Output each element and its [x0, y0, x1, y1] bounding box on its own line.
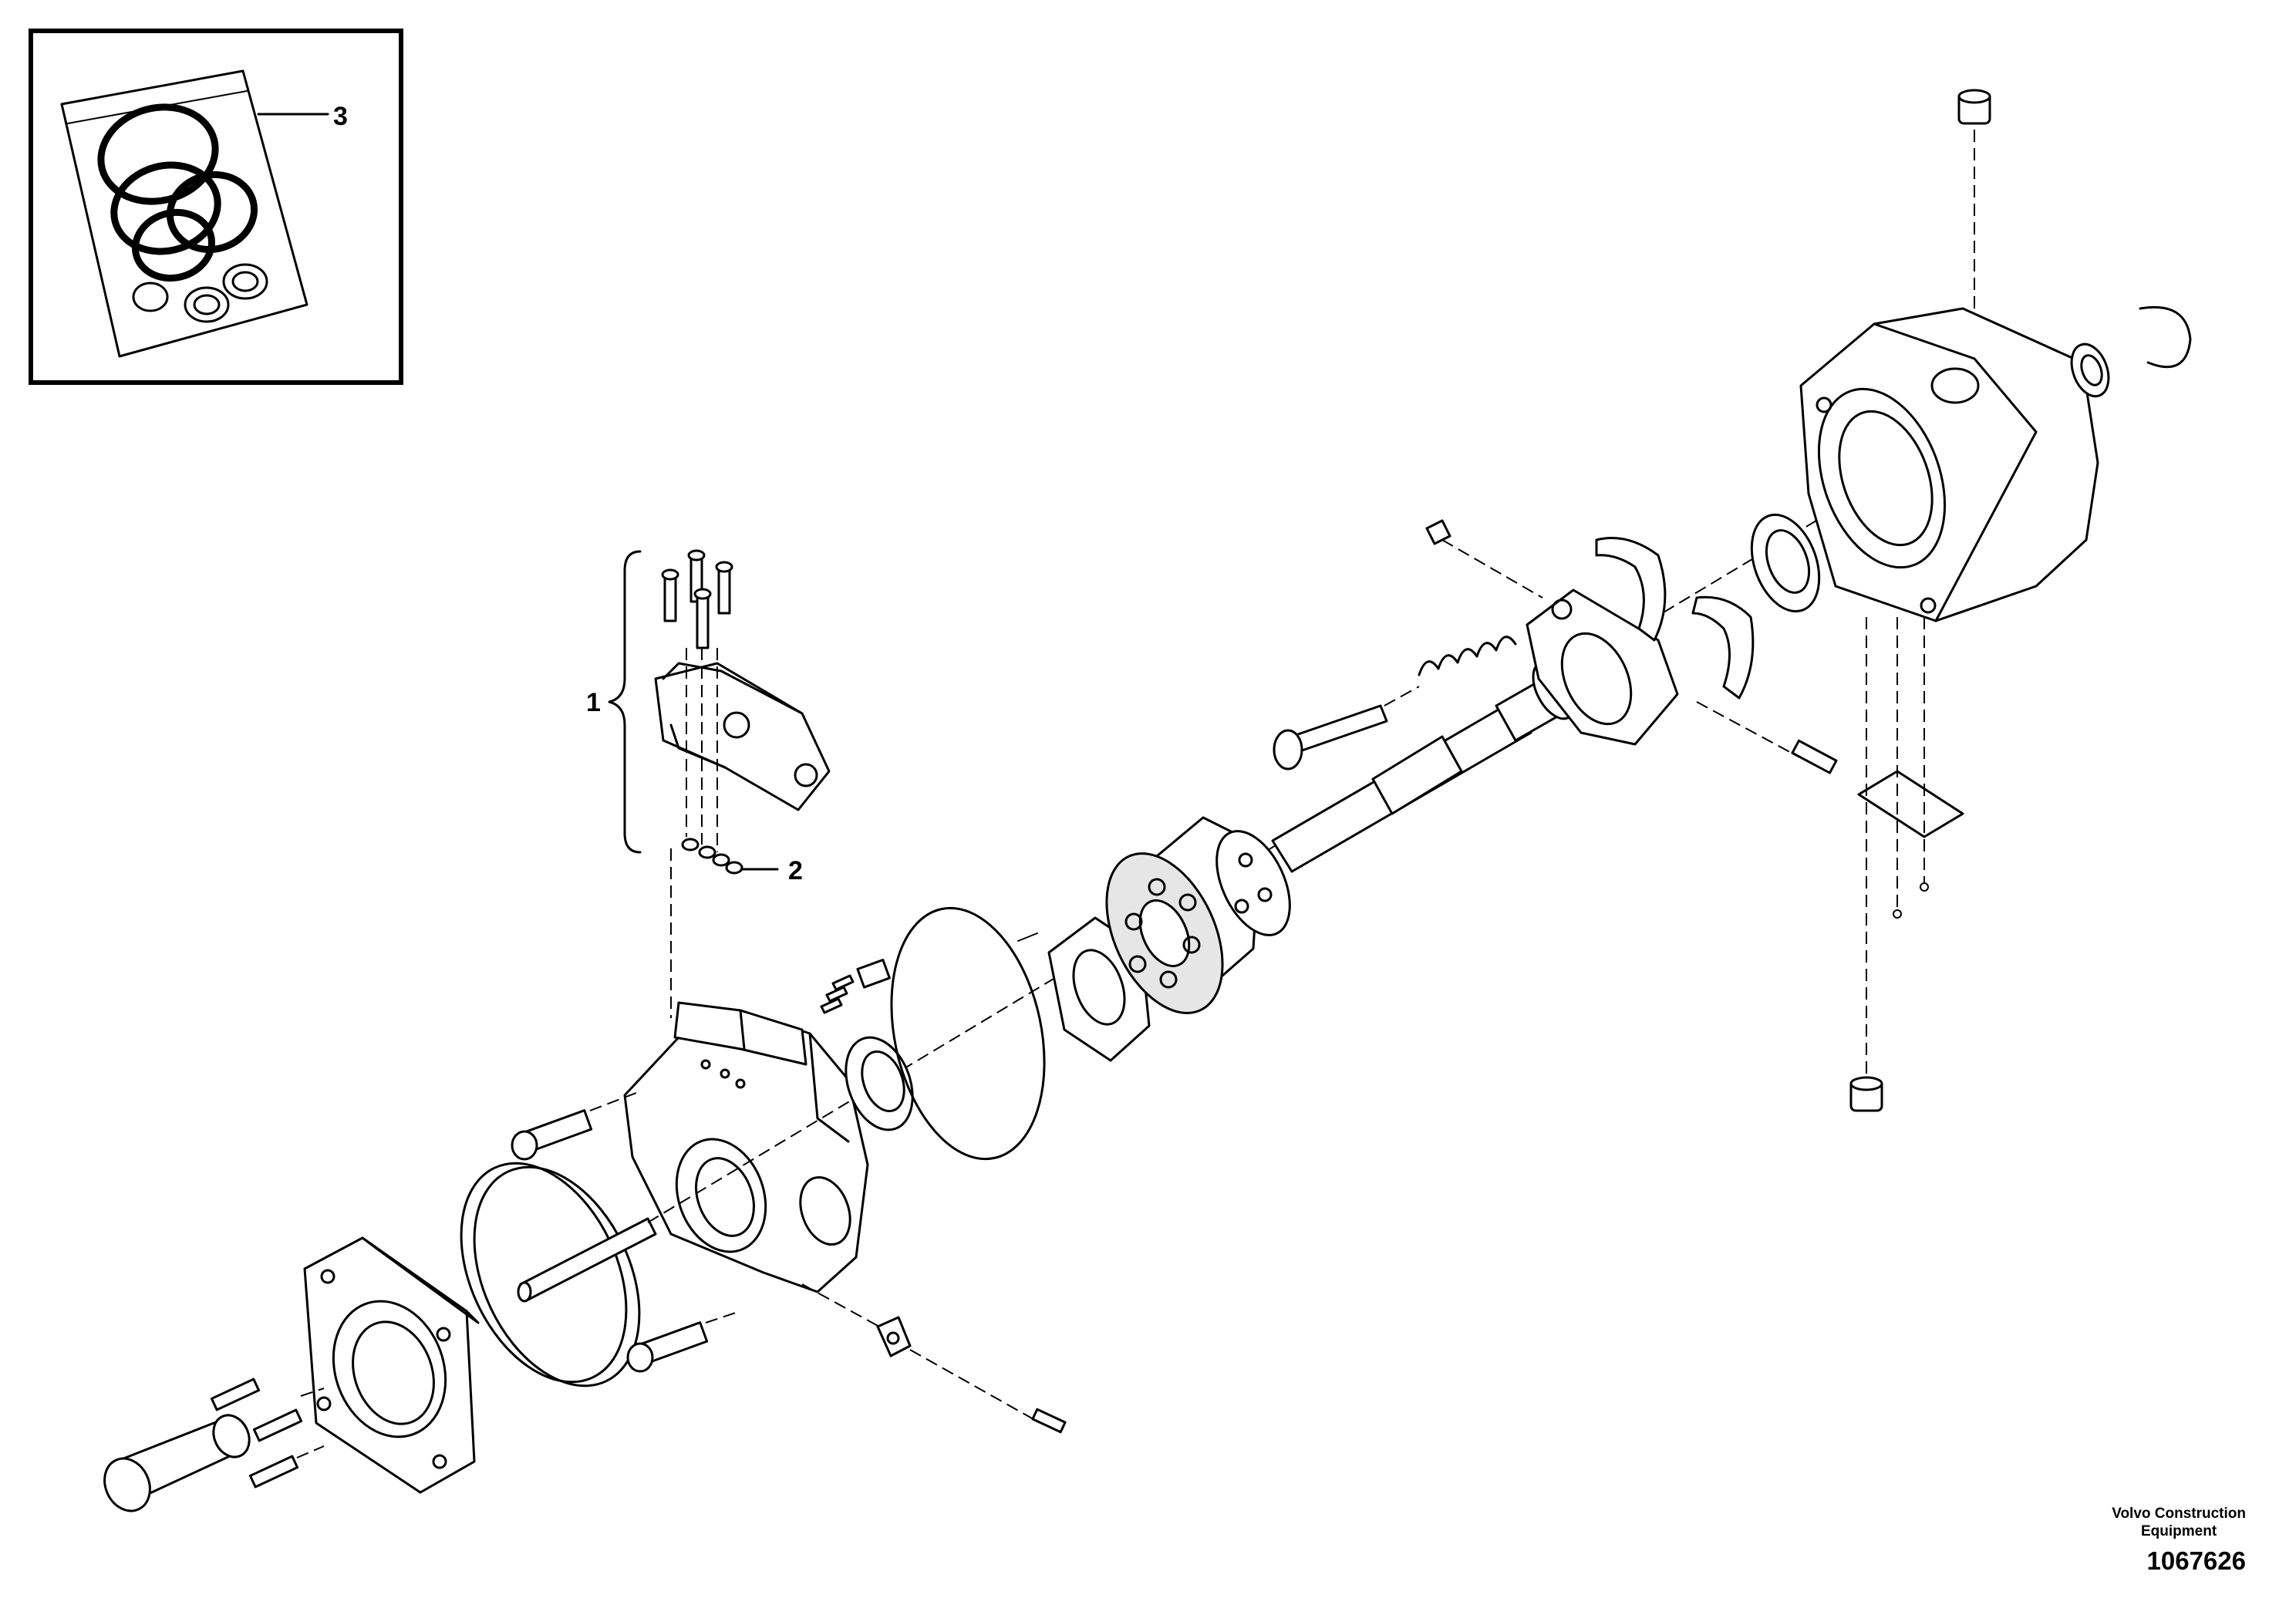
regulator-washers	[681, 838, 743, 875]
spring-and-pin	[820, 959, 891, 1014]
regulator-bolts	[661, 549, 733, 649]
seal-kit-inset	[29, 29, 403, 385]
callout-3: 3	[333, 102, 348, 131]
callout-2: 2	[788, 856, 803, 885]
regulator-assembly	[608, 549, 831, 875]
valve-block	[623, 1001, 869, 1293]
screw-right	[1920, 882, 1929, 892]
rear-housing	[1799, 93, 2099, 1084]
valve-block-bolts	[511, 1091, 741, 1373]
drawing-footer: Volvo Construction Equipment 1067626	[2112, 1505, 2246, 1576]
front-bearing	[845, 1036, 914, 1131]
brand-line-2: Equipment	[2141, 1523, 2217, 1539]
brand-line-1: Volvo Construction	[2112, 1506, 2246, 1522]
piston-retainer	[1215, 830, 1291, 936]
shaft-pin	[517, 1217, 657, 1303]
dowel-pin	[1791, 739, 1838, 774]
bottom-plug	[1849, 1076, 1883, 1112]
bracket-clip	[801, 1283, 1067, 1434]
retainer-clip	[1425, 519, 1451, 545]
swash-plate	[1526, 588, 1679, 746]
drive-shaft	[1271, 660, 1576, 873]
screw-left	[1893, 909, 1902, 919]
top-plug	[1957, 89, 1991, 125]
front-flange-plate	[303, 1236, 480, 1494]
rear-seal-and-ring	[2070, 305, 2192, 398]
cover-gasket	[1857, 770, 1964, 838]
cradle-bearings	[1595, 537, 1755, 700]
adjuster-spring	[1273, 636, 1517, 771]
front-cap-and-bolts	[103, 1378, 325, 1512]
rear-bearing	[1750, 513, 1821, 613]
drawing-number: 1067626	[2146, 1546, 2246, 1575]
callout-1: 1	[586, 688, 601, 717]
